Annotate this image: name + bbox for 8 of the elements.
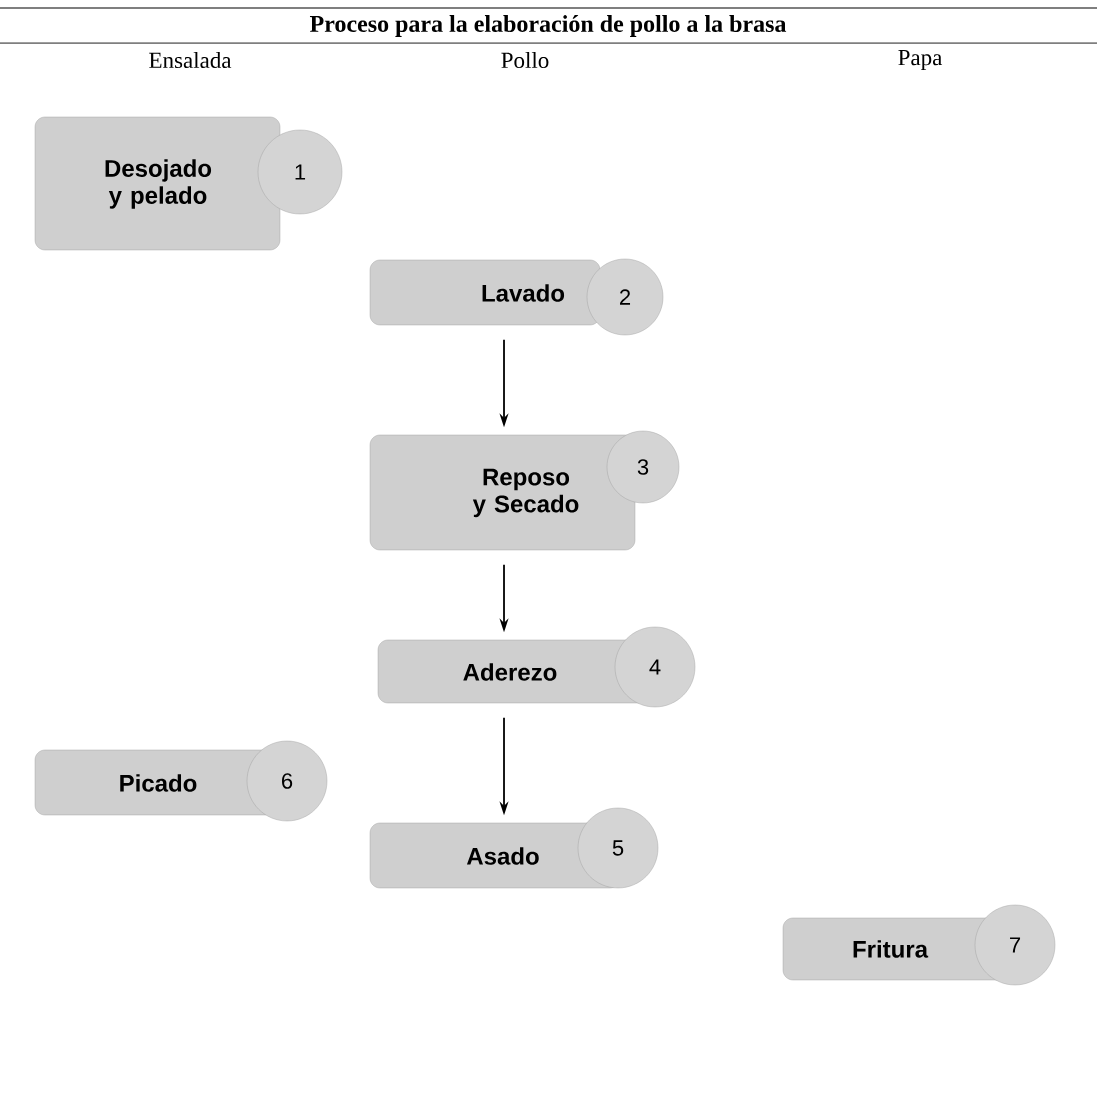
column-header: Pollo — [501, 51, 549, 69]
process-box: Lavado — [369, 259, 601, 326]
process-box: Picado — [34, 749, 276, 816]
column-header: Papa — [898, 50, 943, 70]
title: Proceso para la elaboración de pollo a la brasa — [310, 15, 787, 37]
process-box: Desojado y pelado — [34, 116, 281, 251]
process-box: Reposo y Secado — [369, 434, 636, 551]
column-header: Ensalada — [149, 51, 232, 69]
